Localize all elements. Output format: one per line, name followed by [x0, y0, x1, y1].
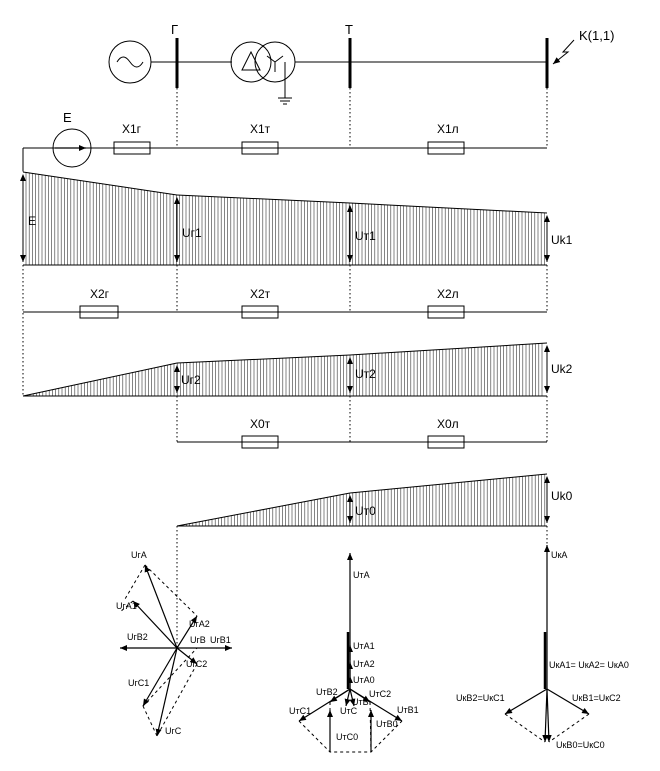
tb0-label: UтB0: [376, 719, 398, 729]
ta2-label: UтA2: [353, 659, 375, 669]
ka-eq-label: UкA1= UкA2= UкA0: [549, 660, 629, 670]
ut0-label: Uт0: [355, 504, 376, 518]
e-voltage-label: E: [28, 214, 36, 228]
phasor-diagram-g: UгA UгA1 UгA2 UгB2 UгB UгB1 UгC2 UгC1 Uг…: [116, 550, 232, 737]
x1t-resistor: [241, 141, 279, 155]
hatch-area-3: [179, 474, 546, 526]
gb2-label: UгB2: [127, 632, 148, 642]
negative-sequence-network: X2г X2т X2л: [23, 287, 547, 319]
phasor-ga1: [132, 600, 178, 649]
tc2-label: UтC2: [369, 689, 391, 699]
kb0c0-label: UкB0=UкC0: [556, 740, 605, 750]
phasor-g-construction: [119, 564, 198, 737]
gb1-label: UгB1: [210, 635, 231, 645]
tc0-label: UтC0: [336, 732, 358, 742]
x2l-label: X2л: [437, 287, 459, 301]
zero-sequence-network: X0т X0л: [177, 417, 547, 449]
emf-label: E: [63, 110, 72, 125]
x1t-label: X1т: [250, 122, 271, 136]
ta1-label: UтA1: [353, 641, 375, 651]
zero-voltage-profile: Uт0 Uk0: [176, 473, 573, 527]
uk1-label: Uk1: [551, 233, 573, 247]
fault-lightning-icon: [552, 39, 575, 65]
phasor-gc2: [176, 647, 198, 665]
x0t-label: X0т: [250, 417, 271, 431]
positive-sequence-network: E X1г X1т X1л: [22, 110, 547, 170]
positive-voltage-profile: E Uг1 Uт1 Uk1: [20, 171, 573, 266]
busbar-t-label: Т: [345, 22, 353, 37]
fault-label: K(1,1): [579, 28, 614, 43]
ga1-label: UгA1: [116, 601, 137, 611]
x1l-resistor: [427, 141, 465, 155]
ta-label: UтA: [353, 570, 370, 580]
tb2-label: UтB2: [316, 687, 338, 697]
ka-label: UкA: [551, 550, 567, 560]
kb1c2-label: UкB1=UкC2: [572, 693, 621, 703]
tc1-label: UтC1: [289, 706, 311, 716]
phasor-gc: [155, 647, 178, 737]
gb-label: UгB: [190, 635, 206, 645]
ug2-label: Uг2: [181, 373, 201, 387]
ta0-label: UтA0: [353, 675, 375, 685]
gc2-label: UгC2: [186, 659, 207, 669]
ug1-label: Uг1: [182, 226, 202, 240]
x1l-label: X1л: [437, 122, 459, 136]
phasor-ga2: [176, 615, 198, 649]
x2t-label: X2т: [250, 287, 271, 301]
x1g-resistor: [113, 141, 151, 155]
phasor-diagram-k: UкA UкA1= UкA2= UкA0 UкB2=UкC1 UкB1=UкC2…: [456, 545, 629, 750]
gc-label: UгC: [165, 726, 182, 736]
ga2-label: UгA2: [189, 619, 210, 629]
kb2c1-label: UкB2=UкC1: [456, 693, 505, 703]
tb1-label: UтB1: [397, 705, 419, 715]
one-line-scheme: Г Т K(1,1): [108, 22, 614, 105]
phasor-ga: [144, 564, 178, 649]
gc1-label: UгC1: [128, 678, 149, 688]
ut2-label: Uт2: [355, 367, 376, 381]
tcc-label: UтC: [340, 706, 358, 716]
tb-label: UтB: [352, 697, 369, 707]
phasor-gc1: [142, 647, 178, 707]
ut1-label: Uт1: [355, 229, 376, 243]
generator-sine: [116, 56, 144, 68]
x2g-label: X2г: [90, 287, 110, 301]
hatch-area-2: [29, 343, 543, 396]
ga-label: UгA: [131, 550, 147, 560]
emf-source-icon: [52, 128, 92, 168]
uk0-label: Uk0: [551, 489, 573, 503]
negative-voltage-profile: Uг2 Uт2 Uk2: [22, 342, 573, 397]
transformer-icon: [230, 41, 296, 105]
busbar-g-label: Г: [171, 22, 178, 37]
x0l-label: X0л: [437, 417, 459, 431]
x1g-label: X1г: [122, 122, 142, 136]
dotted-guides: [22, 88, 548, 648]
uk2-label: Uk2: [551, 362, 573, 376]
phasor-diagram-t: UтA UтA1 UтA2 UтA0 UтB2 UтC2 UтC1 UтB1 U…: [289, 553, 419, 753]
